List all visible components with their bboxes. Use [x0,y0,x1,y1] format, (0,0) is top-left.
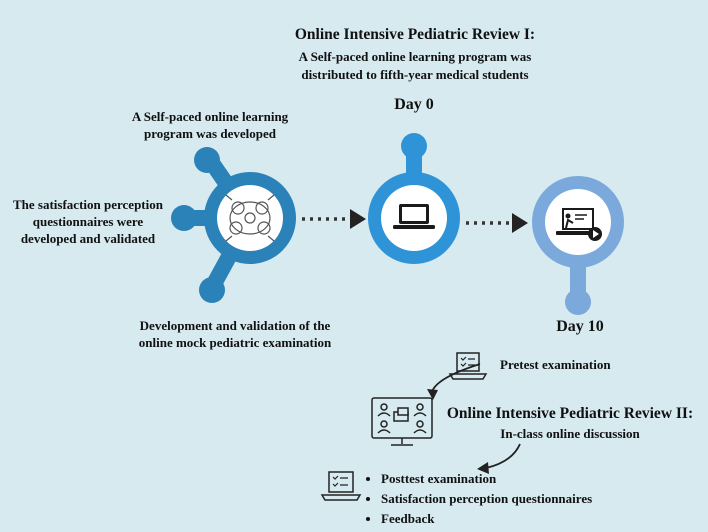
pretest-laptop-icon [448,352,488,380]
review2-subtitle: In-class online discussion [500,426,640,441]
posttest-laptop-icon [320,471,362,501]
questionnaire-line2: questionnaires were [32,214,144,229]
review1-desc-line1: A Self-paced online learning program was [298,49,532,64]
curved-arrow-1 [431,363,481,393]
mock-exam-line1: Development and validation of the [139,318,331,333]
questionnaire-line3: developed and validated [20,231,156,246]
day10-knob [565,289,591,315]
review2-title: Online Intensive Pediatric Review II: [446,405,694,422]
video-conference-icon [371,397,433,446]
arrow-head-2 [512,213,528,233]
branch-knob-bottom [199,277,225,303]
day0-label: Day 0 [394,96,434,113]
curved-arrow-2 [485,443,521,469]
brainstorm-icon [225,194,275,242]
arrow-head-1 [350,209,366,229]
pretest-label: Pretest examination [500,357,611,372]
mock-exam-line2: online mock pediatric examination [138,335,332,350]
curved-arrow-2-head [477,462,489,474]
development-node [171,147,296,303]
list-item: Feedback [381,509,592,529]
day10-node [532,176,624,315]
post-review-list: Posttest examination Satisfaction percep… [367,469,592,529]
review1-desc-line2: distributed to fifth-year medical studen… [301,67,529,82]
day0-knob [401,133,427,159]
day10-label: Day 10 [556,318,604,335]
online-class-icon [556,208,602,241]
list-item: Posttest examination [381,469,592,489]
list-item: Satisfaction perception questionnaires [381,489,592,509]
program-developed-line1: A Self-paced online learning [131,109,289,124]
branch-knob-left [171,205,197,231]
questionnaire-line1: The satisfaction perception [13,197,163,212]
laptop-icon [393,204,435,229]
review1-title: Online Intensive Pediatric Review I: [294,26,536,43]
branch-knob-top [194,147,220,173]
program-developed-line2: program was developed [144,126,276,141]
day0-node [368,133,460,264]
curved-arrow-1-head [427,389,438,400]
